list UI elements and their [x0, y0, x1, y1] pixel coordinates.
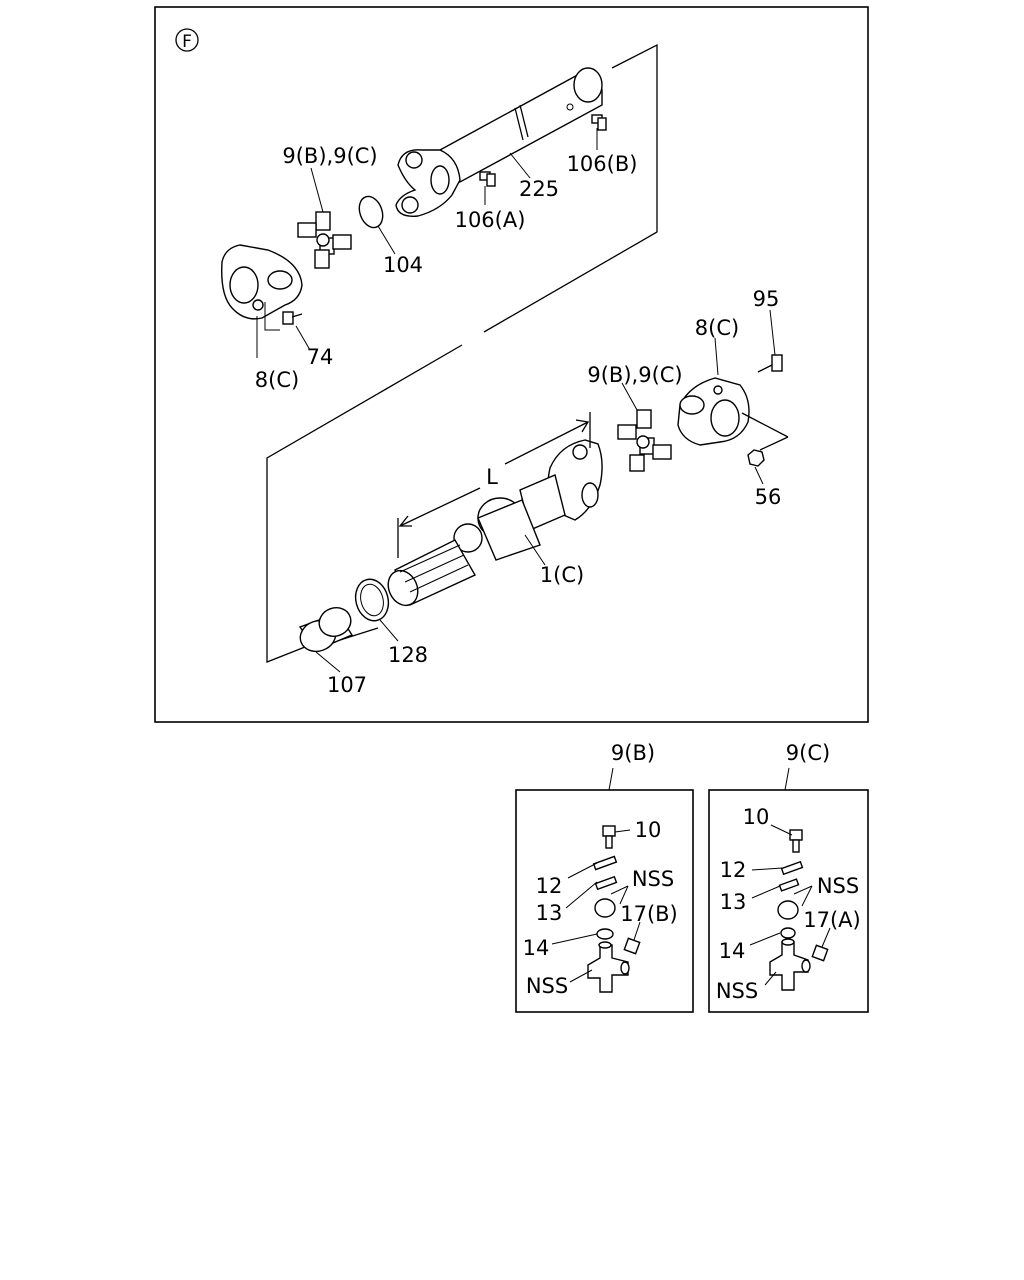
slip-yoke-1c	[453, 474, 566, 561]
callout-8c-right: 8(C)	[695, 316, 739, 340]
stud-line	[741, 412, 789, 438]
grease-nipple-106b	[591, 114, 607, 131]
detail-9c-title-leader	[784, 767, 790, 791]
detail-9b-title: 9(B)	[611, 741, 655, 765]
bolt-74	[282, 311, 303, 325]
flange-yoke-right	[677, 377, 750, 446]
detail-9b-label-10: 10	[635, 818, 662, 842]
callout-9b-9c-upper: 9(B),9(C)	[282, 144, 377, 168]
detail-9b-title-leader	[608, 767, 614, 791]
dimension-l-label: L	[486, 465, 498, 489]
sleeve-107	[298, 607, 354, 653]
detail-9c-label-nss-lower: NSS	[716, 979, 758, 1003]
callout-56: 56	[755, 485, 782, 509]
detail-9c-label-14: 14	[719, 939, 746, 963]
callout-106a: 106(A)	[455, 208, 526, 232]
detail-9b-label-13: 13	[536, 901, 563, 925]
detail-9b-label-nss-lower: NSS	[526, 974, 568, 998]
detail-9c-parts	[769, 829, 829, 991]
section-marker-label: F	[182, 32, 192, 52]
detail-9c-label-12: 12	[720, 858, 747, 882]
stud-line-2	[759, 436, 789, 451]
callout-74: 74	[307, 345, 334, 369]
detail-9c-label-13: 13	[720, 890, 747, 914]
detail-9c-frame	[708, 789, 869, 1013]
ring-128	[354, 578, 390, 622]
dimension-l	[397, 412, 591, 558]
bolt-95	[757, 354, 783, 373]
detail-9c-label-17a: 17(A)	[803, 908, 860, 932]
detail-9c-label-nss-upper: NSS	[817, 874, 859, 898]
section-marker-circle	[175, 28, 199, 52]
callout-8c-left: 8(C)	[255, 368, 299, 392]
detail-9c-leaders	[749, 824, 831, 986]
detail-9c-label-10: 10	[743, 805, 770, 829]
nut-56	[747, 449, 765, 467]
detail-9c-title: 9(C)	[786, 741, 830, 765]
detail-9b-frame	[515, 789, 694, 1013]
callout-1c: 1(C)	[540, 563, 584, 587]
callout-128: 128	[388, 643, 428, 667]
main-frame	[154, 6, 869, 723]
callout-107: 107	[327, 673, 367, 697]
grease-nipple-106a	[479, 171, 496, 187]
detail-9b-label-nss-upper: NSS	[632, 867, 674, 891]
flange-yoke-left	[221, 244, 303, 320]
callout-225: 225	[519, 177, 559, 201]
callout-106b: 106(B)	[567, 152, 638, 176]
propeller-shaft-225	[439, 67, 603, 183]
detail-9b-label-12: 12	[536, 874, 563, 898]
callout-104: 104	[383, 253, 423, 277]
callout-95: 95	[753, 287, 780, 311]
universal-joint-lower	[617, 409, 672, 472]
yoke-upper	[395, 149, 461, 217]
universal-joint-upper	[297, 211, 352, 269]
detail-9b-label-14: 14	[523, 936, 550, 960]
detail-9b-leaders	[551, 829, 641, 983]
callout-9b-9c-lower: 9(B),9(C)	[587, 363, 682, 387]
splined-shaft	[387, 539, 476, 607]
detail-9b-label-17b: 17(B)	[620, 902, 678, 926]
leader-lines-main	[256, 128, 776, 673]
seal-ring-104	[358, 195, 384, 229]
